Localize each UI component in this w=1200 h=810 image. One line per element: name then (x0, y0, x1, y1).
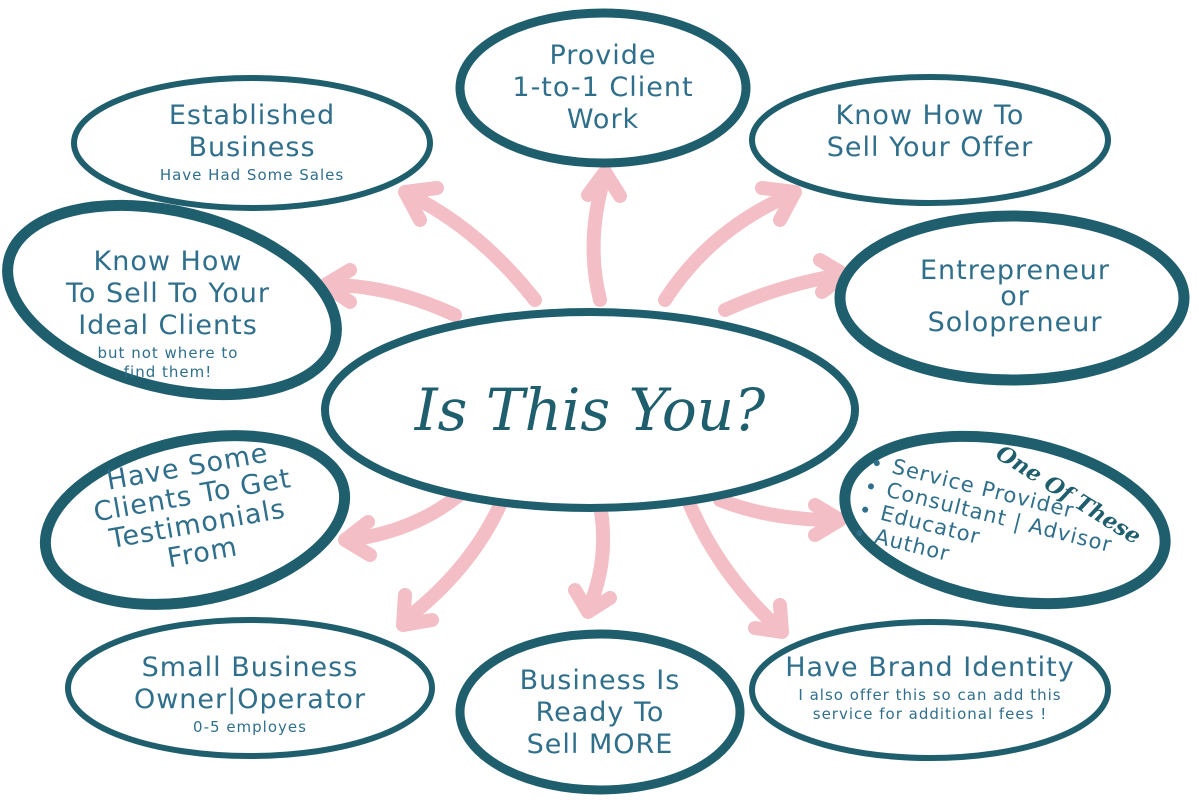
node-bottom-right-subtitle: I also offer this so can add this servic… (798, 686, 1062, 723)
arrow-to-bottom-right-head (748, 598, 789, 639)
outline-ellipses (2, 8, 1190, 795)
node-top: Provide 1-to-1 Client Work (483, 40, 723, 136)
arrow-to-lower-right (713, 493, 842, 527)
arrows (318, 165, 852, 639)
arrow-to-lower-left-head (338, 515, 377, 562)
arrow-to-top-left (403, 188, 542, 307)
ellipse-mid-right (834, 210, 1190, 386)
arrow-to-mid-left (323, 278, 462, 322)
ellipse-top (455, 8, 751, 168)
ellipse-lower-right (839, 430, 1171, 610)
node-bottom: Business Is Ready To Sell MORE (480, 665, 720, 761)
node-bottom-left-title: Small Business Owner|Operator (133, 652, 367, 715)
arrow-to-bottom (581, 498, 611, 617)
ellipse-bottom-left (65, 617, 435, 759)
node-top-left-title: Established Business (168, 100, 336, 163)
node-top-right-title: Know How To Sell Your Offer (826, 100, 1034, 163)
arrow-to-top-head (581, 165, 627, 203)
arrow-to-lower-left (343, 483, 472, 547)
arrow-to-lower-right-head (808, 498, 847, 542)
node-mid-right: Entrepreneur or Solopreneur (890, 255, 1140, 338)
ellipse-bottom (455, 629, 745, 795)
node-mid-right-title: Entrepreneur or Solopreneur (919, 255, 1111, 338)
center-ellipse (321, 308, 859, 512)
node-mid-left-title: Know How To Sell To Your Ideal Clients (66, 246, 270, 341)
node-bottom-right: Have Brand Identity I also offer this so… (770, 652, 1090, 724)
node-mid-left: Know How To Sell To Your Ideal Clients b… (38, 246, 298, 382)
node-top-right: Know How To Sell Your Offer (780, 100, 1080, 164)
node-mid-left-subtitle: but not where to find them! (97, 344, 239, 381)
arrow-to-top-right (658, 188, 797, 307)
arrow-to-mid-right (718, 268, 847, 317)
node-top-title: Provide 1-to-1 Client Work (512, 40, 694, 135)
ellipse-top-right (749, 74, 1111, 206)
node-top-left-subtitle: Have Had Some Sales (159, 166, 345, 184)
ellipse-bottom-right (749, 619, 1111, 761)
arrow-to-bottom-right (683, 498, 787, 637)
center-title: Is This You? (414, 376, 766, 444)
node-top-left: Established Business Have Had Some Sales (102, 100, 402, 185)
arrow-to-bottom-head (568, 583, 617, 619)
arrow-to-top-left-head (398, 181, 444, 227)
node-bottom-right-title: Have Brand Identity (785, 652, 1075, 683)
arrow-to-top-right-head (755, 181, 802, 227)
ellipse-lower-left (39, 430, 351, 610)
arrow-to-bottom-left-head (396, 588, 439, 632)
node-bottom-left: Small Business Owner|Operator 0-5 employ… (100, 652, 400, 737)
ellipse-top-left (71, 75, 433, 211)
ellipse-mid-left (2, 199, 342, 401)
node-bottom-left-subtitle: 0-5 employes (193, 718, 307, 736)
arrow-to-bottom-left (398, 498, 507, 627)
node-bottom-title: Business Is Ready To Sell MORE (519, 665, 681, 760)
arrow-to-top (586, 168, 612, 307)
